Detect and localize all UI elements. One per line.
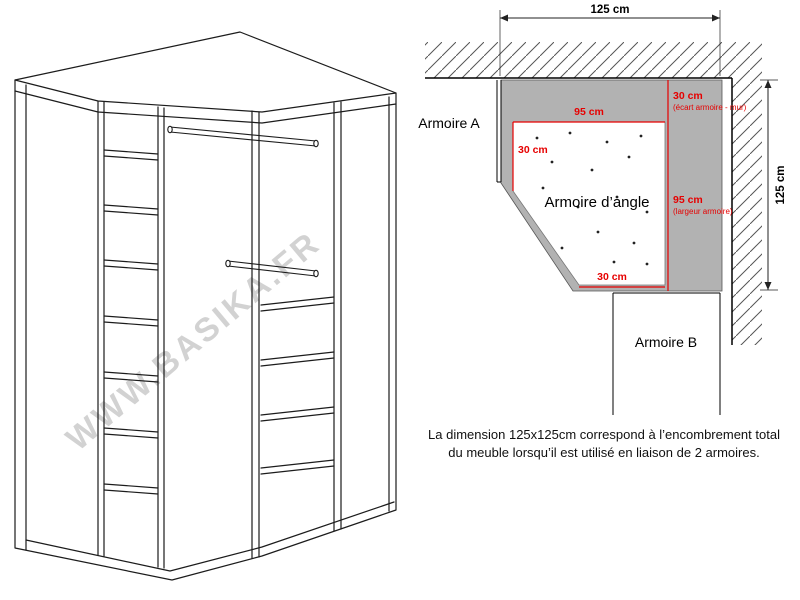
- caption: La dimension 125x125cm correspond à l’en…: [408, 426, 800, 461]
- armoire-angle-label: Armoire d’angle: [544, 194, 649, 211]
- label-95cm-top: 95 cm: [574, 106, 604, 118]
- interior-dots: [535, 131, 649, 266]
- armoire-b-lines: [612, 292, 721, 415]
- walls: [425, 42, 762, 345]
- label-30cm-right: 30 cm: [673, 90, 703, 102]
- hanging-rod-lower: [225, 259, 319, 278]
- label-95cm-right-note: (largeur armoire): [673, 207, 733, 216]
- watermark-text: WWW.BASIKA.FR: [59, 224, 327, 458]
- dimension-right: [760, 79, 778, 291]
- red-dimension-lines: [512, 80, 669, 291]
- floor-plan-figure: 125 cm 125 cm: [418, 4, 787, 415]
- caption-line-1: La dimension 125x125cm correspond à l’en…: [428, 427, 780, 442]
- armoire-a-label: Armoire A: [418, 115, 480, 131]
- label-95cm-right: 95 cm: [673, 194, 703, 206]
- label-30cm-left: 30 cm: [518, 144, 548, 156]
- armoire-b-label: Armoire B: [635, 334, 697, 350]
- dimension-top: [499, 10, 721, 76]
- label-30cm-bottom: 30 cm: [597, 271, 627, 283]
- armoire-a-lines: [496, 80, 502, 183]
- wardrobe-outline: [14, 31, 397, 581]
- dimension-right-label: 125 cm: [775, 165, 787, 204]
- label-30cm-right-note: (écart armoire - mur): [673, 103, 747, 112]
- wardrobe-figure: WWW.BASIKA.FR: [14, 31, 397, 581]
- hanging-rod-upper: [167, 125, 319, 148]
- dimension-top-label: 125 cm: [590, 4, 629, 16]
- red-dimension-labels: 95 cm 30 cm 30 cm (écart armoire - mur) …: [518, 90, 747, 283]
- caption-line-2: du meuble lorsqu’il est utilisé en liais…: [448, 444, 760, 460]
